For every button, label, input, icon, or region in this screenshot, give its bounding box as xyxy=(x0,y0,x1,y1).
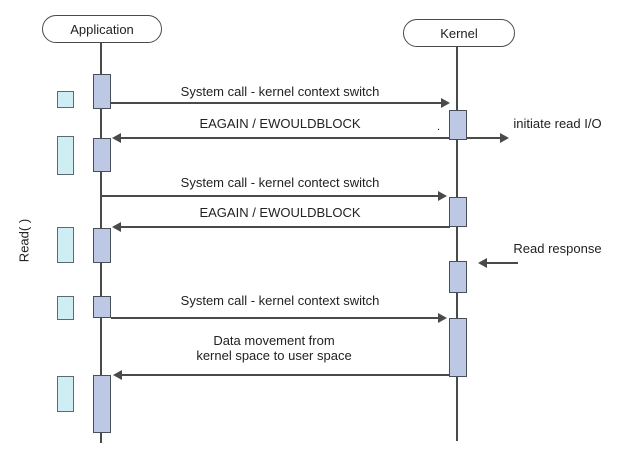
arrowhead-right-icon xyxy=(438,191,447,201)
message-line xyxy=(121,226,450,228)
kernel-activation-bar xyxy=(449,261,467,293)
application-activation-bar xyxy=(93,375,111,433)
lifeline-head-application: Application xyxy=(42,15,162,43)
arrowhead-right-icon xyxy=(500,133,509,143)
arrowhead-left-icon xyxy=(113,370,122,380)
application-label: Application xyxy=(70,21,134,37)
arrowhead-left-icon xyxy=(112,133,121,143)
read-call-side-label: Read( ) xyxy=(16,218,32,263)
read-call-box xyxy=(57,296,74,320)
kernel-lifeline xyxy=(456,47,458,441)
kernel-activation-bar xyxy=(449,110,467,140)
message-label: EAGAIN / EWOULDBLOCK xyxy=(199,205,361,220)
application-activation-bar xyxy=(93,74,111,109)
message-line xyxy=(122,374,452,376)
read-call-box xyxy=(57,136,74,175)
message-line xyxy=(101,195,439,197)
application-activation-bar xyxy=(93,138,111,172)
message-line xyxy=(487,262,518,264)
message-label: Data movement from kernel space to user … xyxy=(196,333,352,363)
message-line xyxy=(111,317,439,319)
message-label: System call - kernel context switch xyxy=(180,84,380,99)
arrowhead-left-icon xyxy=(478,258,487,268)
message-label: EAGAIN / EWOULDBLOCK xyxy=(199,116,361,131)
read-call-box xyxy=(57,91,74,108)
stray-dot-mark: . xyxy=(437,121,441,133)
application-activation-bar xyxy=(93,228,111,263)
read-call-box xyxy=(57,376,74,412)
message-label: System call - kernel context switch xyxy=(180,293,380,308)
read-call-box xyxy=(57,227,74,263)
message-label: Read response xyxy=(513,241,602,256)
kernel-label: Kernel xyxy=(440,25,478,41)
kernel-activation-bar xyxy=(449,197,467,227)
application-activation-bar xyxy=(93,296,111,318)
arrowhead-right-icon xyxy=(438,313,447,323)
lifeline-head-kernel: Kernel xyxy=(403,19,515,47)
message-line xyxy=(121,137,450,139)
arrowhead-right-icon xyxy=(441,98,450,108)
message-line xyxy=(467,137,501,139)
message-label: initiate read I/O xyxy=(513,116,602,131)
arrowhead-left-icon xyxy=(112,222,121,232)
message-line xyxy=(111,102,442,104)
message-label: System call - kernel contect switch xyxy=(180,175,380,190)
kernel-activation-bar xyxy=(449,318,467,377)
